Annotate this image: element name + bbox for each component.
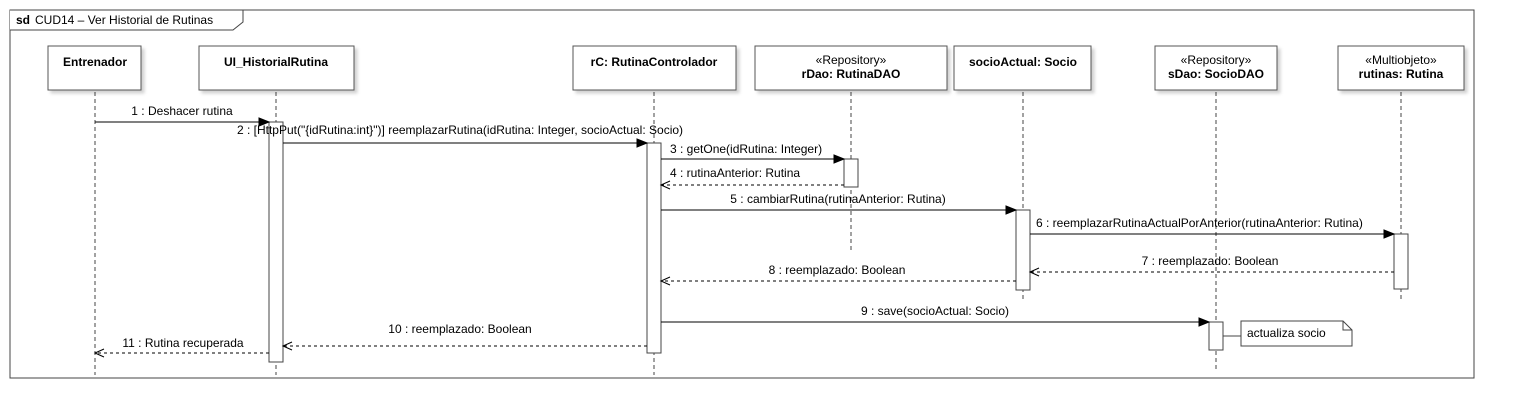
lifeline-sdao: «Repository» sDao: SocioDAO — [1154, 45, 1278, 91]
lifeline-box — [47, 45, 142, 91]
lifeline-name: Entrenador — [63, 55, 127, 69]
arrowhead-10 — [281, 341, 293, 351]
frame-title-tab — [10, 9, 244, 31]
note-shape — [1240, 320, 1353, 347]
lifeline-name: rutinas: Rutina — [1359, 67, 1444, 81]
note-actualiza-socio: actualiza socio — [1223, 320, 1353, 347]
arrowhead-1 — [258, 117, 271, 127]
message-label-10: 10 : reemplazado: Boolean — [388, 322, 531, 336]
lifeline-stereotype: «Multiobjeto» — [1365, 53, 1437, 67]
lifeline-box — [754, 45, 948, 91]
lifeline-box — [1154, 45, 1278, 91]
arrowhead-7 — [1028, 267, 1040, 277]
lifeline-stereotype: «Repository» — [1181, 53, 1252, 67]
arrowhead-3 — [833, 154, 846, 164]
message-label-4: 4 : rutinaAnterior: Rutina — [670, 166, 800, 180]
lifeline-rdao: «Repository» rDao: RutinaDAO — [754, 45, 948, 91]
lifeline-name: sDao: SocioDAO — [1168, 67, 1264, 81]
lifeline-box — [198, 45, 355, 91]
arrowhead-6 — [1383, 229, 1396, 239]
lifeline-rc: rC: RutinaControlador — [572, 45, 737, 91]
message-label-2: 2 : [HttpPut("{idRutina:int}")] reemplaz… — [237, 123, 683, 137]
arrowhead-9 — [1198, 317, 1211, 327]
lifeline-name: rDao: RutinaDAO — [802, 67, 901, 81]
arrowhead-4 — [659, 180, 671, 190]
message-label-6: 6 : reemplazarRutinaActualPorAnterior(ru… — [1036, 216, 1363, 230]
lifeline-box — [953, 45, 1092, 91]
message-label-3: 3 : getOne(idRutina: Integer) — [670, 142, 822, 156]
activation-sdao — [1208, 321, 1224, 351]
message-label-8: 8 : reemplazado: Boolean — [769, 263, 906, 277]
frame-title: CUD14 – Ver Historial de Rutinas — [35, 13, 213, 27]
message-label-1: 1 : Deshacer rutina — [131, 104, 233, 118]
frame-border — [9, 9, 1475, 379]
note-fold — [1342, 321, 1352, 331]
lifeline-socio: socioActual: Socio — [953, 45, 1092, 91]
lifeline-box — [572, 45, 737, 91]
message-label-7: 7 : reemplazado: Boolean — [1142, 254, 1279, 268]
message-label-9: 9 : save(socioActual: Socio) — [861, 304, 1009, 318]
lifeline-ui: UI_HistorialRutina — [198, 45, 355, 91]
arrowhead-2 — [636, 138, 649, 148]
lifeline-name: socioActual: Socio — [969, 55, 1077, 69]
activation-socio — [1015, 209, 1031, 291]
lifeline-name: UI_HistorialRutina — [224, 55, 328, 69]
activation-rc — [646, 142, 662, 354]
message-labels: 1 : Deshacer rutina 2 : [HttpPut("{idRut… — [122, 104, 1362, 350]
arrowhead-8 — [659, 276, 671, 286]
message-label-5: 5 : cambiarRutina(rutinaAnterior: Rutina… — [730, 192, 945, 206]
messages — [93, 117, 1396, 358]
message-label-11: 11 : Rutina recuperada — [122, 336, 244, 350]
lifeline-rutinas: «Multiobjeto» rutinas: Rutina — [1337, 45, 1465, 91]
frame-keyword: sd — [16, 13, 30, 27]
arrowhead-5 — [1005, 205, 1018, 215]
note-text: actualiza socio — [1247, 326, 1326, 340]
activation-ui — [268, 121, 284, 363]
activation-rutinas — [1393, 233, 1409, 290]
lifeline-stereotype: «Repository» — [816, 53, 887, 67]
activation-rdao — [843, 158, 859, 188]
lifeline-entrenador: Entrenador — [47, 45, 142, 91]
lifeline-box — [1337, 45, 1465, 91]
lifeline-name: rC: RutinaControlador — [591, 55, 718, 69]
activation-bars — [268, 121, 1409, 363]
arrowhead-11 — [93, 348, 105, 358]
